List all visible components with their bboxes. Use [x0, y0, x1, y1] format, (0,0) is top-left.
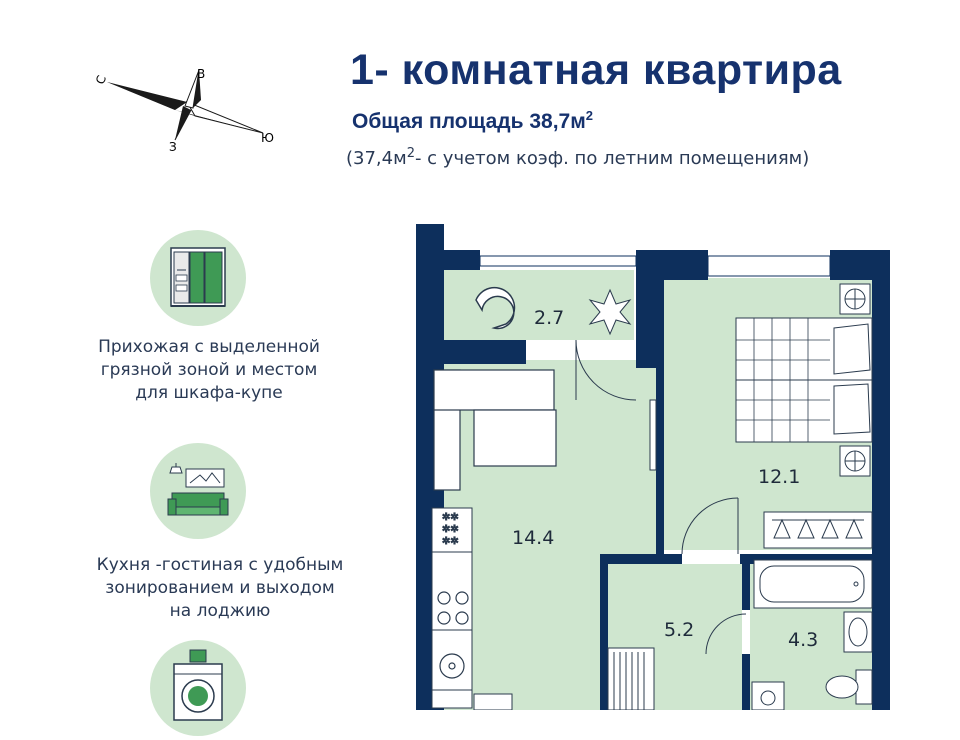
room-area-bathroom: 4.3: [788, 629, 818, 651]
feature-sofa: [150, 443, 246, 539]
hallway-wardrobe: [607, 647, 655, 710]
bathtub-icon: [753, 559, 873, 609]
feature-line: грязной зоной и местом: [100, 360, 318, 380]
svg-text:✲✲: ✲✲: [442, 524, 459, 535]
room-area-kitchen-living: 14.4: [512, 527, 554, 549]
feature-line: для шкафа-купе: [135, 383, 283, 403]
feature-line: Кухня -гостиная с удобным: [96, 555, 344, 575]
total-area-text: Общая площадь 38,7м: [352, 110, 586, 133]
room-area-bedroom: 12.1: [758, 466, 800, 488]
nightstand-icon: [839, 283, 871, 477]
bed-icon: [735, 317, 873, 443]
hood-icon: ✲✲ ✲✲ ✲✲: [442, 512, 460, 548]
area-note-prefix: (37,4м: [346, 148, 407, 169]
feature-line: на лоджию: [169, 601, 271, 621]
compass-icon: С В Ю З: [95, 67, 274, 154]
svg-text:✲✲: ✲✲: [442, 512, 459, 523]
wardrobe-icon: [170, 247, 226, 307]
washing-machine-icon: [173, 649, 223, 721]
area-note-sup: 2: [406, 146, 415, 161]
page-title: 1- комнатная квартира: [350, 46, 842, 94]
svg-text:✲✲: ✲✲: [442, 536, 459, 547]
compass-west: З: [169, 140, 177, 154]
feature-text-sofa: Кухня -гостиная с удобным зонированием и…: [70, 554, 370, 623]
feature-wardrobe: [150, 230, 246, 326]
feature-text-wardrobe: Прихожая с выделенной грязной зоной и ме…: [59, 336, 359, 405]
area-note-suffix: - с учетом коэф. по летним помещениям): [414, 148, 810, 169]
washer-icon: [751, 681, 785, 710]
compass-south: Ю: [261, 131, 274, 145]
sofa-furniture: [433, 369, 557, 491]
total-area-sup: 2: [585, 108, 593, 123]
toilet-icon: [825, 669, 873, 705]
compass-north: С: [95, 73, 109, 86]
hanger-rail-icon: [763, 511, 873, 549]
feature-line: Прихожая с выделенной: [98, 337, 320, 357]
feature-washing-machine: [150, 640, 246, 736]
area-note: (37,4м2- с учетом коэф. по летним помеще…: [346, 146, 809, 169]
sink-icon: [439, 653, 465, 679]
room-area-hallway: 5.2: [664, 619, 694, 641]
total-area: Общая площадь 38,7м2: [352, 108, 593, 134]
floor-plan: 2.7 ✲✲ ✲✲ ✲✲ 14.4: [416, 224, 890, 710]
room-area-loggia: 2.7: [534, 307, 564, 329]
sofa-icon: [167, 463, 229, 516]
washbasin-icon: [843, 611, 873, 653]
feature-line: зонированием и выходом: [105, 578, 335, 598]
plant-icon: [588, 288, 632, 336]
compass-east: В: [197, 67, 205, 81]
stove-icon: [437, 591, 469, 625]
armchair-icon: [475, 286, 516, 330]
